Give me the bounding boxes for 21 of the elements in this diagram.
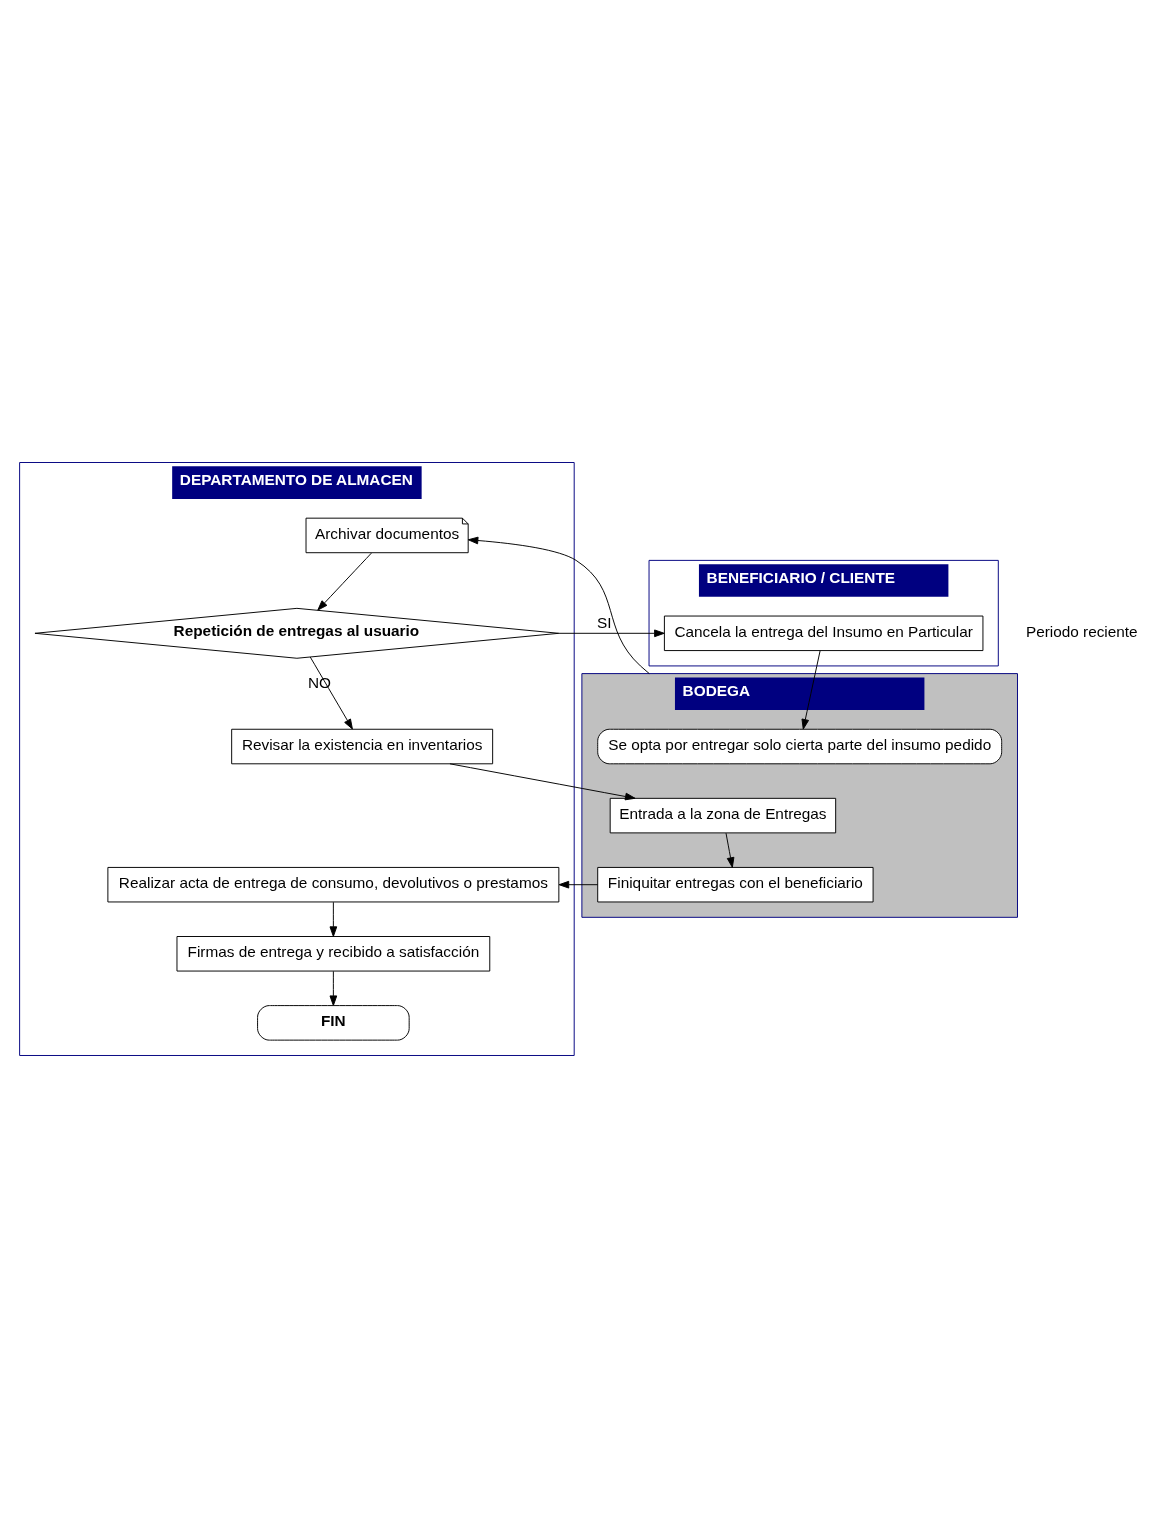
arrow [801, 650, 821, 730]
arrow [317, 552, 372, 611]
arrow [329, 901, 338, 937]
node-box: Entrada a la zona de Entregas [609, 797, 837, 834]
node-diamond: Repetición de entregas al usuario [34, 607, 560, 659]
node-box: Finiquitar entregas con el beneficiario [597, 866, 874, 903]
arrow [329, 970, 338, 1006]
edge-label: SI [596, 614, 612, 632]
label: Periodo reciente [1025, 622, 1138, 640]
arrow [558, 880, 599, 889]
node-box: Firmas de entrega y recibido a satisfacción [176, 936, 491, 972]
node-box: Revisar la existencia en inventarios [231, 728, 494, 765]
arrow [449, 763, 636, 801]
arrow [558, 629, 665, 638]
node-box: Realizar acta de entrega de consumo, devolutivos o prestamos [107, 866, 560, 903]
node-box: Cancela la entrega del Insumo en Particular [663, 615, 984, 652]
node-box: FIN [257, 1005, 410, 1041]
edge-label: NO [307, 674, 332, 692]
arrow [309, 656, 353, 730]
node-box: Se opta por entregar solo cierta parte del insumo pedido [597, 728, 1003, 765]
arrow [725, 832, 735, 868]
